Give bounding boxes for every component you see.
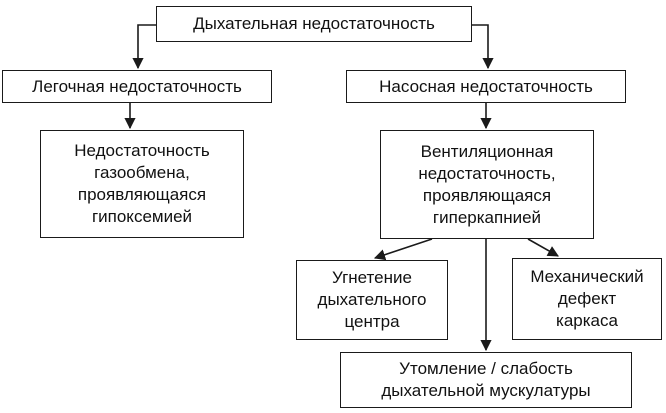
- node-ventilatory-failure: Вентиляционная недостаточность, проявляю…: [380, 130, 594, 239]
- node-respiratory-failure: Дыхательная недостаточность: [156, 6, 472, 42]
- node-pump-failure: Насосная недостаточность: [346, 70, 626, 103]
- node-mechanical-defect: Механический дефект каркаса: [512, 258, 662, 340]
- node-respiratory-muscle-fatigue: Утомление / слабость дыхательной мускула…: [340, 352, 632, 408]
- node-gas-exchange-failure: Недостаточность газообмена, проявляющаяс…: [40, 130, 244, 238]
- edge-vent-mech: [527, 238, 559, 257]
- edge-root-pump: [472, 24, 494, 70]
- node-respiratory-center-depression: Угнетение дыхательного центра: [296, 260, 448, 340]
- node-pulmonary-failure: Легочная недостаточность: [2, 70, 272, 103]
- edge-vent-resp-center: [373, 238, 433, 261]
- edge-root-lung: [132, 24, 156, 70]
